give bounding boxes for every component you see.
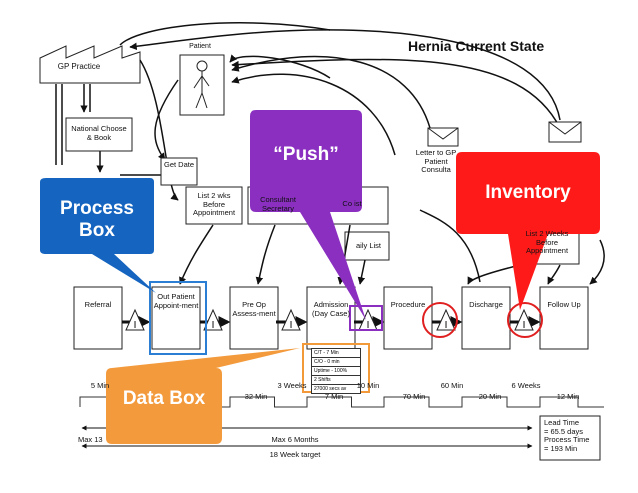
list-2weeks-right-label: List 2 Weeks Before Appointment — [525, 229, 569, 256]
inventory-triangle-6 — [514, 308, 534, 331]
timeline-wait-label: 60 Min — [440, 381, 464, 390]
process-label-admission: Admission (Day Case) — [312, 300, 350, 318]
daily-list-box — [344, 231, 390, 261]
inventory-highlight-1 — [422, 302, 458, 338]
timeline-process-label: 20 Min — [478, 392, 502, 401]
gp-practice-label: GP Practice — [57, 62, 101, 71]
inventory-marker-1: I — [134, 320, 137, 331]
lead-time-label: Lead Time — [544, 418, 580, 427]
consultant-secretary-label: Consultant Secretary — [260, 195, 296, 213]
inventory-triangle-2 — [203, 308, 223, 331]
process-box-highlight — [149, 281, 207, 355]
lead-time-value: = 65.5 days — [544, 426, 583, 436]
get-date-label: Get Date — [163, 160, 194, 169]
process-label-outpatient: Out Patient Appoint-ment — [153, 292, 199, 310]
inventory-triangle-5 — [436, 308, 456, 331]
process-box-outpatient — [151, 286, 201, 350]
process-label-preop: Pre Op Assess-ment — [232, 300, 276, 318]
data-box-row: 2 Shifts — [312, 376, 360, 385]
inventory-highlight-2 — [507, 302, 543, 338]
process-box-followup — [539, 286, 589, 350]
schedule-arrows — [179, 209, 605, 285]
consultant-label: Co ist — [342, 199, 362, 208]
process-label-procedure: Procedure — [390, 300, 426, 309]
gp-flow — [55, 59, 179, 201]
envelope-icon — [427, 127, 459, 147]
data-box-row: 27000 secs av — [312, 385, 360, 394]
process-label-referral: Referral — [84, 300, 112, 309]
gp-practice-factory-icon — [39, 45, 141, 84]
list-2wks-label: List 2 wks Before Appointment — [192, 191, 236, 218]
data-box-row: C/T - 7 Min — [312, 349, 360, 358]
daily-list-label: aily List — [356, 241, 382, 250]
inventory-triangle-3 — [281, 308, 301, 331]
timeline-wait-label: 6 Weeks — [511, 381, 541, 390]
timeline-wait-label: 10 Min — [356, 381, 380, 390]
process-box-discharge — [461, 286, 511, 350]
inventory-callout — [456, 152, 600, 310]
process-box-annotation: Process Box — [60, 198, 134, 241]
summary-box — [539, 415, 601, 461]
max-left-label: Max 13 — [78, 435, 103, 444]
page-title: Hernia Current State — [408, 38, 545, 54]
inventory-annotation: Inventory — [485, 182, 571, 203]
inventory-marker-6: I — [523, 320, 526, 331]
timeline-process-label: 12 Min — [556, 392, 580, 401]
stick-figure-icon — [193, 60, 210, 109]
patient-label: Patient — [189, 43, 211, 50]
get-date-box — [160, 157, 198, 186]
timeline-wait-label: 3 Weeks — [277, 381, 307, 390]
inventory-marker-2: I — [212, 320, 215, 331]
inventory-marker-5: I — [445, 320, 448, 331]
max-6-months-label: Max 6 Months — [271, 435, 319, 444]
timeline-process-label: 7 Min — [324, 392, 344, 401]
summary-text: Lead Time = 65.5 days Process Time = 193… — [544, 418, 600, 454]
process-box-procedure — [383, 286, 433, 350]
process-label-followup: Follow Up — [547, 300, 581, 309]
letter-label: Letter to GP Patient Consulta — [415, 148, 457, 175]
push-callout — [250, 110, 366, 320]
envelope-icon-right — [548, 121, 582, 143]
data-box-callout — [106, 348, 300, 444]
process-box-callout — [40, 178, 156, 293]
data-box-annotation: Data Box — [122, 388, 206, 409]
national-choose-book-box — [65, 117, 133, 152]
inventory-marker-4: I — [367, 320, 370, 331]
week-target-label: 18 Week target — [269, 450, 321, 459]
national-choose-book-label: National Choose & Book — [71, 124, 127, 142]
data-box-row: Uptime - 100% — [312, 367, 360, 376]
inventory-triangle-1 — [125, 308, 145, 331]
timeline-process-label: 70 Min — [402, 392, 426, 401]
process-time-value: = 193 Min — [544, 443, 578, 453]
inventory-marker-3: I — [290, 320, 293, 331]
process-box-referral — [73, 286, 123, 350]
data-box-row: C/O - 0 min — [312, 358, 360, 367]
info-flow-arrows — [119, 22, 561, 156]
timeline-wait-label: 5 Min — [90, 381, 110, 390]
process-box-preop — [229, 286, 279, 350]
process-label-discharge: Discharge — [469, 300, 503, 309]
timeline-process-label: 32 Min — [244, 392, 268, 401]
push-highlight — [349, 305, 383, 331]
process-time-label: Process Time — [544, 435, 590, 445]
list-2wks-box — [185, 186, 243, 225]
push-annotation: “Push” — [273, 144, 339, 165]
process-box-admission — [306, 286, 356, 350]
